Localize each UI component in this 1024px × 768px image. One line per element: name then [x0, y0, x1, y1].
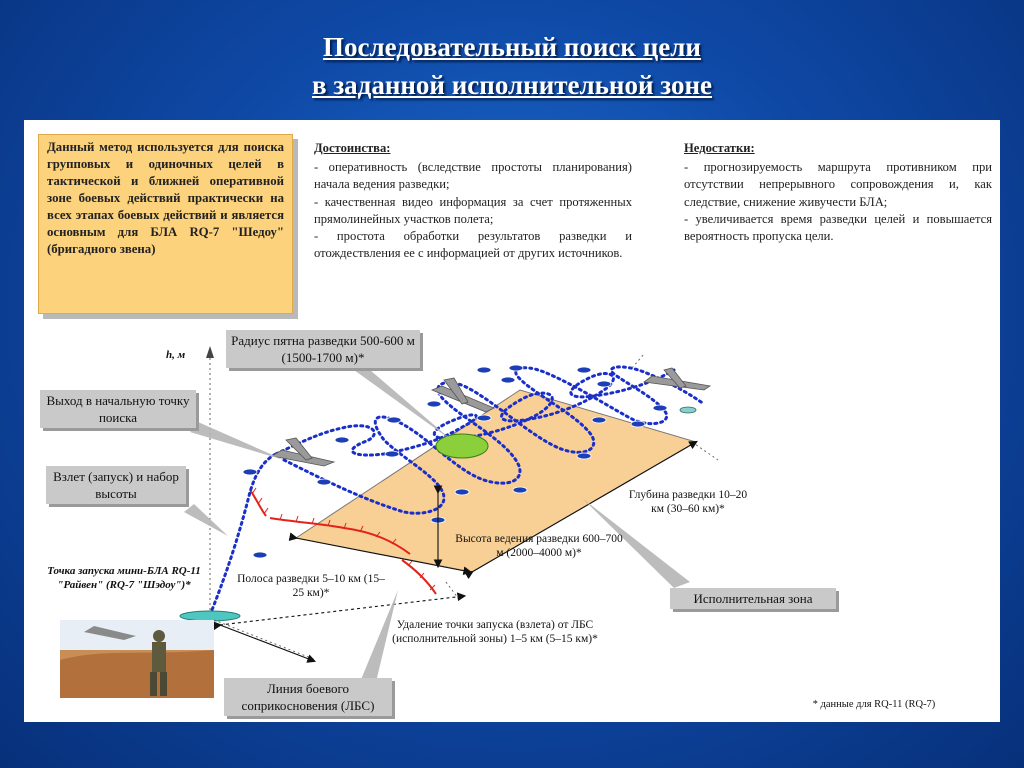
callout-exit: Выход в начальную точку поиска [40, 390, 196, 428]
advantage-item: - оперативность (вследствие простоты пла… [314, 160, 632, 192]
slide-title-line-1: Последовательный поиск цели [323, 32, 701, 62]
height-axis-label: h, м [166, 349, 186, 361]
launch-pad [179, 610, 241, 622]
search-diagram [60, 346, 719, 698]
content-panel: Данный метод используется для поиска гру… [24, 120, 1000, 722]
strip-label: Полоса разведки 5–10 км (15–25 км)* [237, 573, 385, 599]
advantages-column: Достоинства: - оперативность (вследствие… [314, 140, 632, 262]
height-label: Высота ведения разведки 600–700 м (2000–… [455, 533, 623, 559]
footnote: * данные для RQ-11 (RQ-7) [812, 699, 936, 710]
launch-point-label: Точка запуска мини-БЛА RQ-11 "Райвен" (R… [47, 565, 201, 591]
uav-icons [270, 367, 712, 467]
recon-spot [435, 433, 489, 459]
slide-title-line-2: в заданной исполнительной зоне [311, 70, 713, 100]
callout-radius: Радиус пятна разведки 500-600 м (1500-17… [226, 330, 420, 368]
disadvantages-heading: Недостатки: [684, 141, 755, 155]
advantage-item: - простота обработки результатов разведк… [314, 229, 632, 261]
disadvantages-column: Недостатки: - прогнозируемость маршрута … [684, 140, 992, 245]
callout-takeoff: Взлет (запуск) и набор высоты [46, 466, 186, 504]
intro-box: Данный метод используется для поиска гру… [38, 134, 293, 314]
disadvantage-item: - прогнозируемость маршрута противником … [684, 160, 992, 209]
advantages-heading: Достоинства: [314, 141, 391, 155]
depth-label: Глубина разведки 10–20 км (30–60 км)* [628, 489, 748, 515]
climb-path [208, 452, 278, 617]
distance-label: Удаление точки запуска (взлета) от ЛБС (… [392, 619, 598, 645]
callout-zone: Исполнительная зона [670, 588, 836, 609]
launch-photo [60, 620, 214, 698]
callout-frontline: Линия боевого соприкосновения (ЛБС) [224, 678, 392, 716]
advantage-item: - качественная видео информация за счет … [314, 194, 632, 226]
disadvantage-item: - увеличивается время разведки целей и п… [684, 211, 992, 244]
